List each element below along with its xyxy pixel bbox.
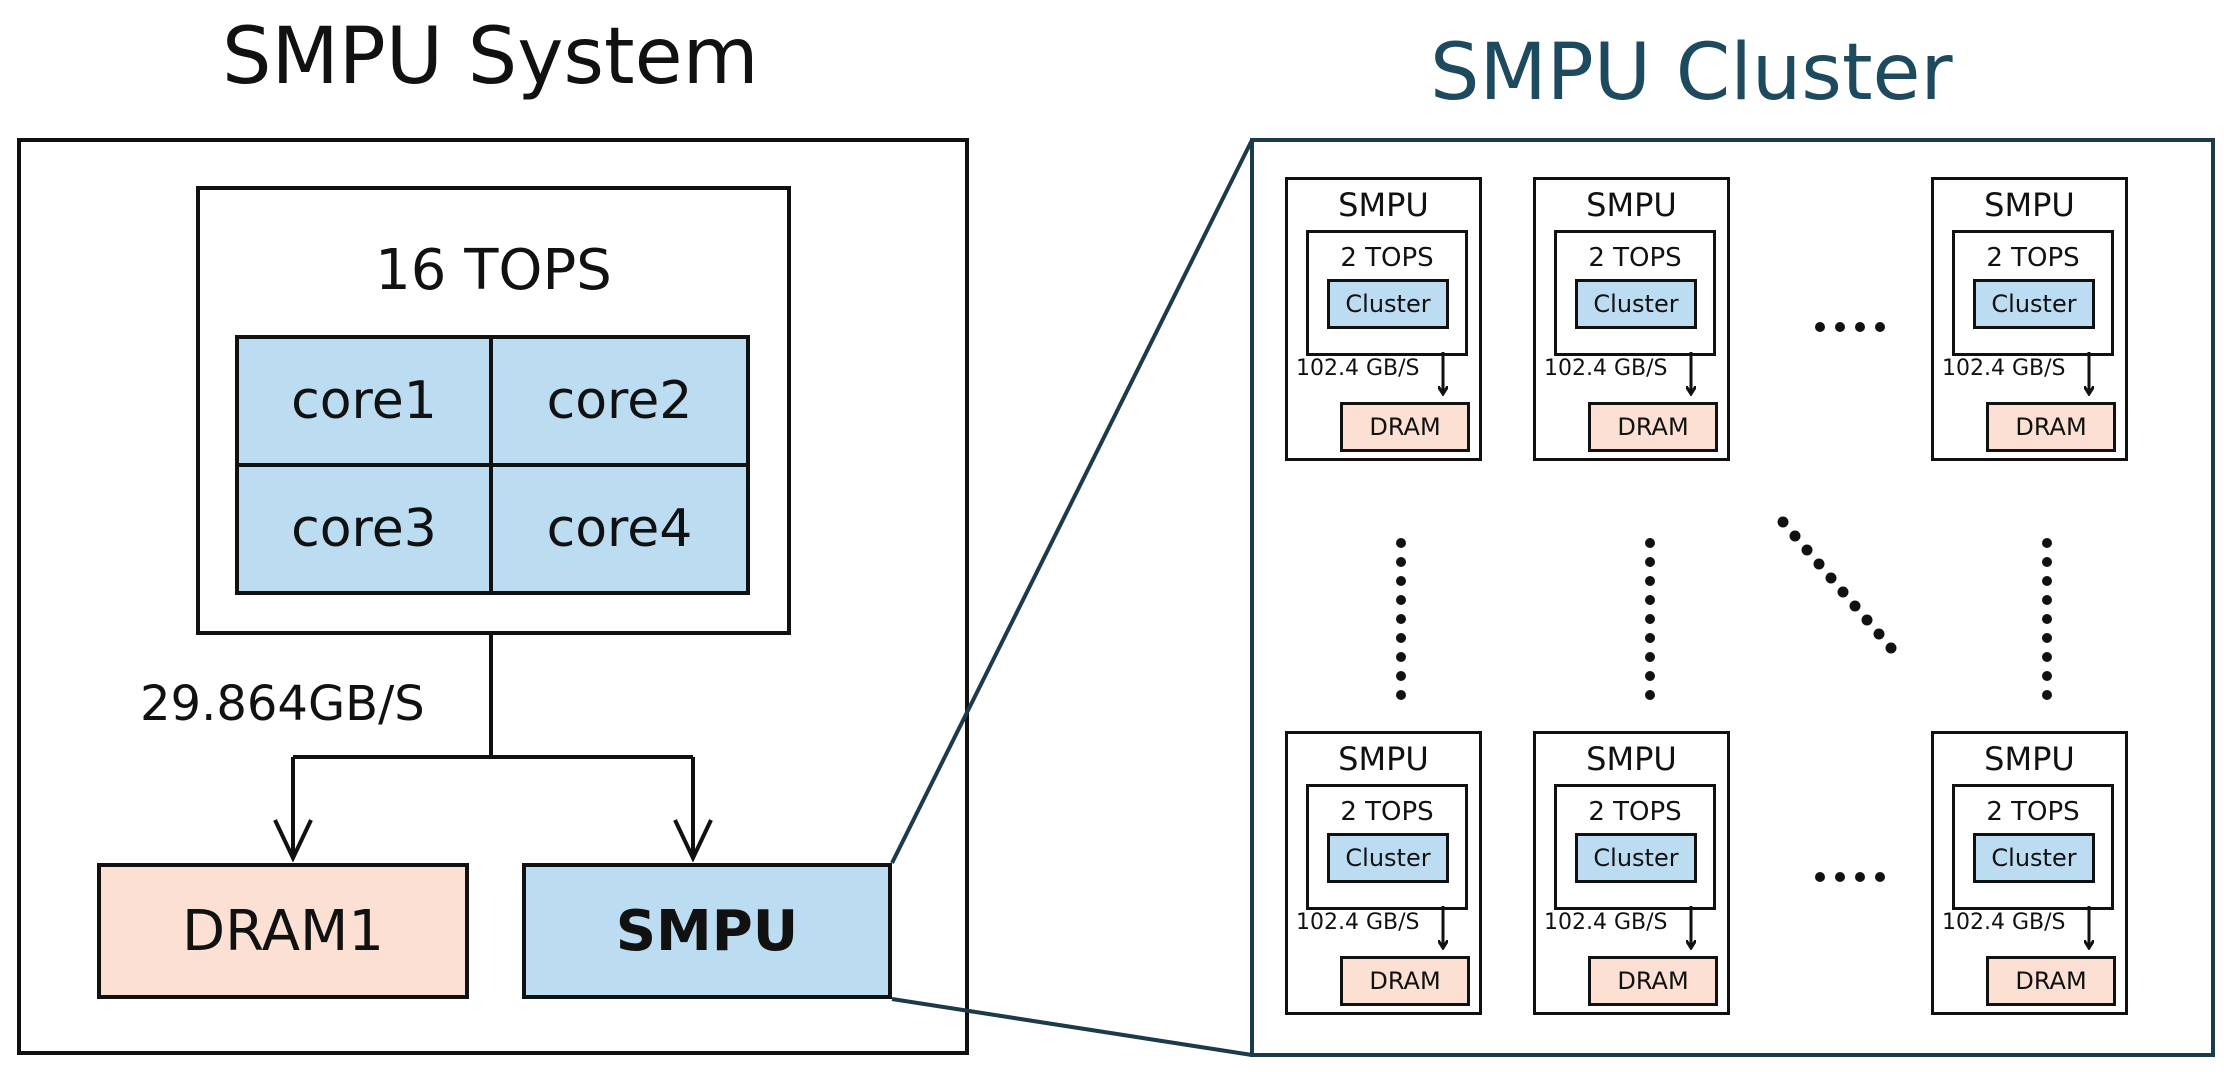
tile-smpu-label: SMPU: [1338, 186, 1429, 224]
ellipsis-dots-top: [1815, 322, 1885, 332]
core-cell-2: core2: [546, 371, 693, 431]
core-cell-4: core4: [546, 499, 693, 559]
tile-dram-box: DRAM: [1340, 402, 1470, 452]
cluster-tile-5: SMPU 2 TOPS Cluster 102.4 GB/S DRAM: [1533, 731, 1730, 1015]
tile-smpu-label: SMPU: [1984, 740, 2075, 778]
ellipsis-dots-bottom: [1815, 872, 1885, 882]
tile-cluster-box: Cluster: [1973, 833, 2095, 883]
tile-cluster-box: Cluster: [1575, 833, 1697, 883]
tile-smpu-label: SMPU: [1586, 186, 1677, 224]
cluster-title: SMPU Cluster: [1430, 28, 1953, 118]
ellipsis-dots-vertical-1: [1396, 538, 1406, 700]
tile-dram-box: DRAM: [1986, 402, 2116, 452]
cluster-tile-6: SMPU 2 TOPS Cluster 102.4 GB/S DRAM: [1931, 731, 2128, 1015]
tile-bandwidth-label: 102.4 GB/S: [1942, 356, 2066, 381]
tile-dram-box: DRAM: [1986, 956, 2116, 1006]
tile-cluster-box: Cluster: [1327, 279, 1449, 329]
cluster-tile-3: SMPU 2 TOPS Cluster 102.4 GB/S DRAM: [1931, 177, 2128, 461]
tile-tops-label: 2 TOPS: [1588, 797, 1682, 827]
tile-bandwidth-label: 102.4 GB/S: [1544, 356, 1668, 381]
tile-bandwidth-label: 102.4 GB/S: [1544, 910, 1668, 935]
system-bandwidth-label: 29.864GB/S: [140, 676, 425, 732]
tile-inner-box: 2 TOPS Cluster: [1952, 784, 2114, 910]
tile-cluster-box: Cluster: [1575, 279, 1697, 329]
cluster-tile-2: SMPU 2 TOPS Cluster 102.4 GB/S DRAM: [1533, 177, 1730, 461]
tile-tops-label: 2 TOPS: [1588, 243, 1682, 273]
tile-smpu-label: SMPU: [1984, 186, 2075, 224]
tile-tops-label: 2 TOPS: [1340, 243, 1434, 273]
tile-dram-box: DRAM: [1340, 956, 1470, 1006]
tile-tops-label: 2 TOPS: [1986, 243, 2080, 273]
tile-inner-box: 2 TOPS Cluster: [1306, 230, 1468, 356]
system-title: SMPU System: [222, 12, 759, 102]
ellipsis-dots-vertical-3: [2042, 538, 2052, 700]
cluster-tile-4: SMPU 2 TOPS Cluster 102.4 GB/S DRAM: [1285, 731, 1482, 1015]
tile-smpu-label: SMPU: [1338, 740, 1429, 778]
tile-dram-box: DRAM: [1588, 956, 1718, 1006]
tile-bandwidth-label: 102.4 GB/S: [1296, 356, 1420, 381]
core-cell-3: core3: [291, 499, 437, 559]
tile-inner-box: 2 TOPS Cluster: [1952, 230, 2114, 356]
tile-dram-box: DRAM: [1588, 402, 1718, 452]
tile-inner-box: 2 TOPS Cluster: [1554, 230, 1716, 356]
tile-cluster-box: Cluster: [1973, 279, 2095, 329]
tile-cluster-box: Cluster: [1327, 833, 1449, 883]
compute-tops-label: 16 TOPS: [375, 238, 612, 303]
tile-bandwidth-label: 102.4 GB/S: [1942, 910, 2066, 935]
dram1-box: DRAM1: [97, 863, 469, 999]
tile-inner-box: 2 TOPS Cluster: [1554, 784, 1716, 910]
smpu-box: SMPU: [522, 863, 892, 999]
cluster-tile-1: SMPU 2 TOPS Cluster 102.4 GB/S DRAM: [1285, 177, 1482, 461]
tile-tops-label: 2 TOPS: [1340, 797, 1434, 827]
tile-tops-label: 2 TOPS: [1986, 797, 2080, 827]
compute-box: [196, 186, 791, 635]
tile-inner-box: 2 TOPS Cluster: [1306, 784, 1468, 910]
cores-divider-horizontal: [235, 463, 750, 467]
tile-smpu-label: SMPU: [1586, 740, 1677, 778]
ellipsis-dots-vertical-2: [1645, 538, 1655, 700]
tile-bandwidth-label: 102.4 GB/S: [1296, 910, 1420, 935]
core-cell-1: core1: [291, 371, 437, 431]
